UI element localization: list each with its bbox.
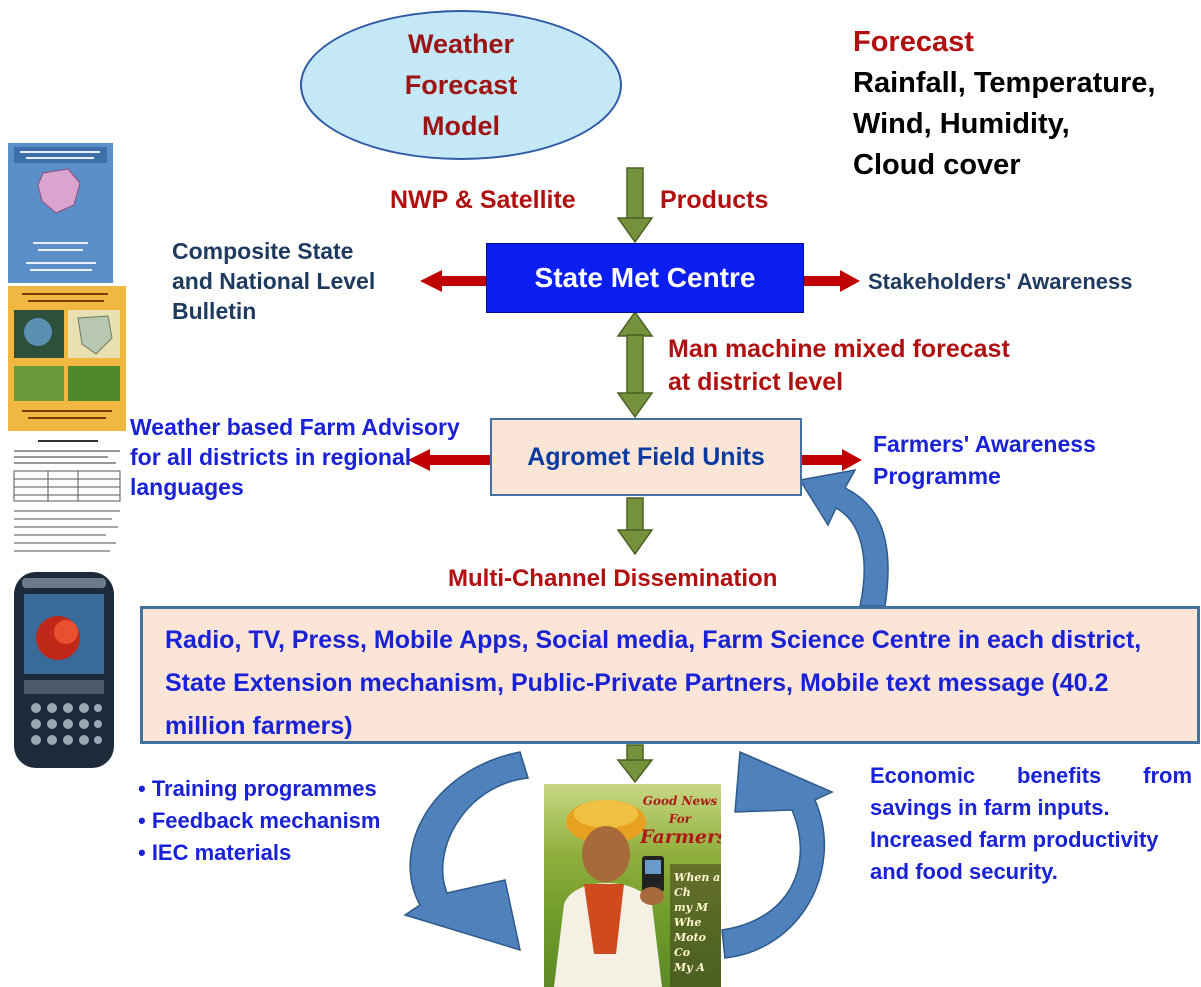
arrow-model-to-smc <box>616 167 654 244</box>
channels-text: Radio, TV, Press, Mobile Apps, Social me… <box>165 626 1142 740</box>
nwp-label: NWP & Satellite <box>390 186 576 214</box>
products-label: Products <box>660 186 769 214</box>
arrow-afu-right <box>802 449 862 471</box>
national-bulletin-thumbnail <box>8 286 126 431</box>
farm-advisory-text: Weather based Farm Advisory for all dist… <box>130 412 460 502</box>
poster-headline: Good News For Farmers <box>640 792 721 848</box>
man-machine-label: Man machine mixed forecast at district l… <box>668 333 1010 399</box>
state-met-centre-box: State Met Centre <box>486 243 804 313</box>
bulletin-line: and National Level <box>172 268 376 294</box>
curved-arrow-left <box>403 751 529 952</box>
agromet-bulletin-thumbnail <box>8 143 113 283</box>
poster-headline-line: Farmers <box>640 826 721 848</box>
arrow-channels-to-farmer <box>616 744 654 784</box>
poster-scrap: My A <box>674 961 705 974</box>
poster-scrap: Whe <box>674 916 702 929</box>
advisory-line: languages <box>130 474 244 500</box>
awareness-line: Programme <box>873 463 1001 489</box>
poster-headline-line: Good News For <box>642 794 718 826</box>
advisory-line: for all districts in regional <box>130 444 412 470</box>
channels-box: Radio, TV, Press, Mobile Apps, Social me… <box>140 606 1200 744</box>
farmers-awareness-text: Farmers' Awareness Programme <box>873 428 1096 492</box>
benefit-line: savings in farm inputs. <box>870 795 1110 820</box>
bulletin-line: Composite State <box>172 238 354 264</box>
man-machine-line: Man machine mixed forecast <box>668 335 1010 363</box>
forecast-line: Cloud cover <box>853 149 1021 181</box>
poster-scraps: When a Ch my M Whe Moto Co My A <box>674 870 721 975</box>
arrow-smc-left <box>420 270 486 292</box>
curved-arrow-right <box>721 750 834 959</box>
dissemination-label: Multi-Channel Dissemination <box>448 565 778 592</box>
advisory-line: Weather based Farm Advisory <box>130 414 460 440</box>
arrow-smc-right <box>804 270 860 292</box>
poster-scrap: my M <box>674 901 709 914</box>
model-line: Model <box>422 110 500 141</box>
feedback-list: • Training programmes • Feedback mechani… <box>138 773 380 869</box>
benefits-text: Economic benefits from savings in farm i… <box>870 760 1192 888</box>
farmer-illustration <box>554 800 721 987</box>
forecast-line: Wind, Humidity, <box>853 108 1070 140</box>
benefit-line: Increased farm productivity <box>870 827 1159 852</box>
arrow-afu-to-dissemination <box>616 497 654 556</box>
forecast-line: Rainfall, Temperature, <box>853 67 1156 99</box>
arrow-afu-left <box>408 449 490 471</box>
poster-scrap: When a <box>674 871 721 884</box>
benefit-line: Economic benefits from <box>870 763 1192 788</box>
forecast-heading: Forecast <box>853 26 974 58</box>
model-line: Forecast <box>404 69 518 100</box>
poster-scrap: Co <box>674 946 691 959</box>
feedback-item: • Feedback mechanism <box>138 808 381 833</box>
composite-bulletin-text: Composite State and National Level Bulle… <box>172 236 375 326</box>
agromet-field-units-box: Agromet Field Units <box>490 418 802 496</box>
man-machine-line: at district level <box>668 368 844 396</box>
agromet-label: Agromet Field Units <box>527 442 765 471</box>
feedback-item: • IEC materials <box>138 840 292 865</box>
advisory-document-thumbnail <box>8 435 126 570</box>
feedback-item: • Training programmes <box>138 776 377 801</box>
benefit-line: and food security. <box>870 859 1058 884</box>
arrow-smc-afu-double <box>616 310 654 419</box>
awareness-line: Farmers' Awareness <box>873 431 1096 457</box>
stakeholders-awareness: Stakeholders' Awareness <box>868 269 1133 294</box>
forecast-block: Forecast Rainfall, Temperature, Wind, Hu… <box>853 22 1155 186</box>
poster-scrap: Moto <box>674 931 706 944</box>
bulletin-line: Bulletin <box>172 298 257 324</box>
poster-scrap: Ch <box>674 886 691 899</box>
model-line: Weather <box>407 28 515 59</box>
mobile-phone-icon <box>14 572 114 768</box>
weather-forecast-model-node: Weather Forecast Model <box>300 10 622 160</box>
farmer-poster: Good News For Farmers When a Ch my M Whe… <box>544 784 721 987</box>
state-met-centre-label: State Met Centre <box>534 262 756 293</box>
